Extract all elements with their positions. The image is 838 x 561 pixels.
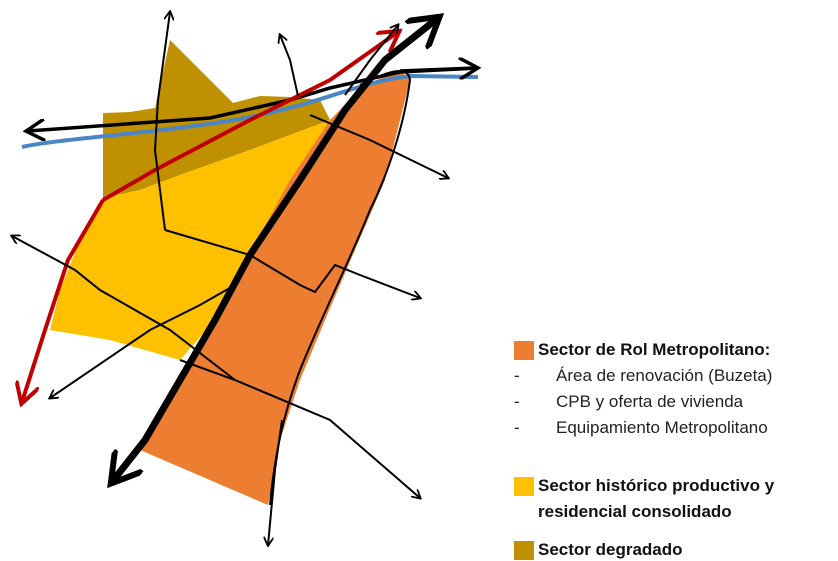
connector-arrow-se — [179, 359, 420, 498]
main-diagonal-arrow-sw — [112, 253, 254, 482]
connector-arrow-south — [268, 419, 283, 545]
connector-arrow-nw — [12, 236, 236, 381]
sector-historico-area — [50, 110, 345, 360]
legend-swatch-yellow — [514, 477, 534, 496]
red-route-arrow-sw — [22, 198, 105, 402]
legend-swatch-orange — [514, 341, 534, 360]
orange-sector-outline — [269, 69, 412, 506]
legend-title-historico-line2: residencial consolidado — [538, 502, 732, 521]
route-horizontal-arrow-east — [399, 68, 476, 71]
connector-arrow-sw — [50, 284, 236, 398]
red-route-arrow-ne — [102, 32, 398, 202]
connector-arrow-diagonal-se — [164, 229, 420, 298]
legend-swatch-dark-gold — [514, 541, 534, 560]
legend-title-rol-metropolitano: Sector de Rol Metropolitano: — [538, 340, 771, 359]
connector-arrow-north — [153, 12, 170, 231]
sector-rol-metropolitano-area — [140, 70, 410, 505]
connector-arrow-east — [309, 114, 448, 178]
sector-degradado-area — [103, 40, 330, 198]
connector-arrow-north-small — [280, 35, 299, 97]
legend-title-degradado: Sector degradado — [538, 540, 683, 559]
legend-title-historico-line1: Sector histórico productivo y — [538, 476, 775, 495]
main-diagonal-arrow-ne — [247, 18, 438, 257]
connector-arrow-ne-small — [344, 25, 398, 96]
